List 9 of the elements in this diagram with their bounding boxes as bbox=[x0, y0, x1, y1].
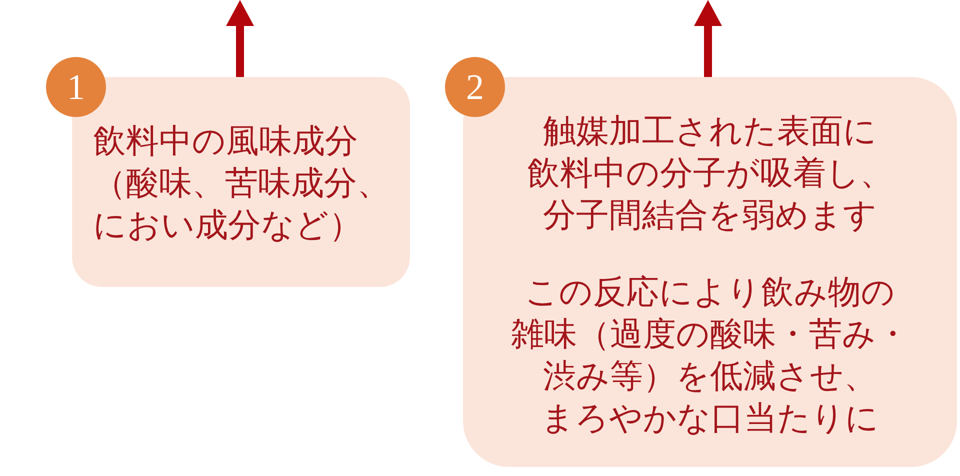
step-number: 1 bbox=[46, 57, 106, 117]
description-text: 触媒加工された表面に飲料中の分子が吸着し、分子間結合を弱めます bbox=[526, 113, 894, 236]
info-card bbox=[72, 77, 410, 287]
arrow bbox=[694, 0, 722, 77]
step-number: 2 bbox=[445, 57, 505, 117]
description-text: 飲料中の風味成分（酸味、苦味成分、におい成分など） bbox=[93, 123, 391, 246]
description-text: この反応により飲み物の雑味（過度の酸味・苦み・渋み等）を低減させ、まろやかな口当たりに bbox=[510, 274, 910, 439]
info-card bbox=[463, 77, 957, 467]
arrow bbox=[226, 0, 254, 77]
